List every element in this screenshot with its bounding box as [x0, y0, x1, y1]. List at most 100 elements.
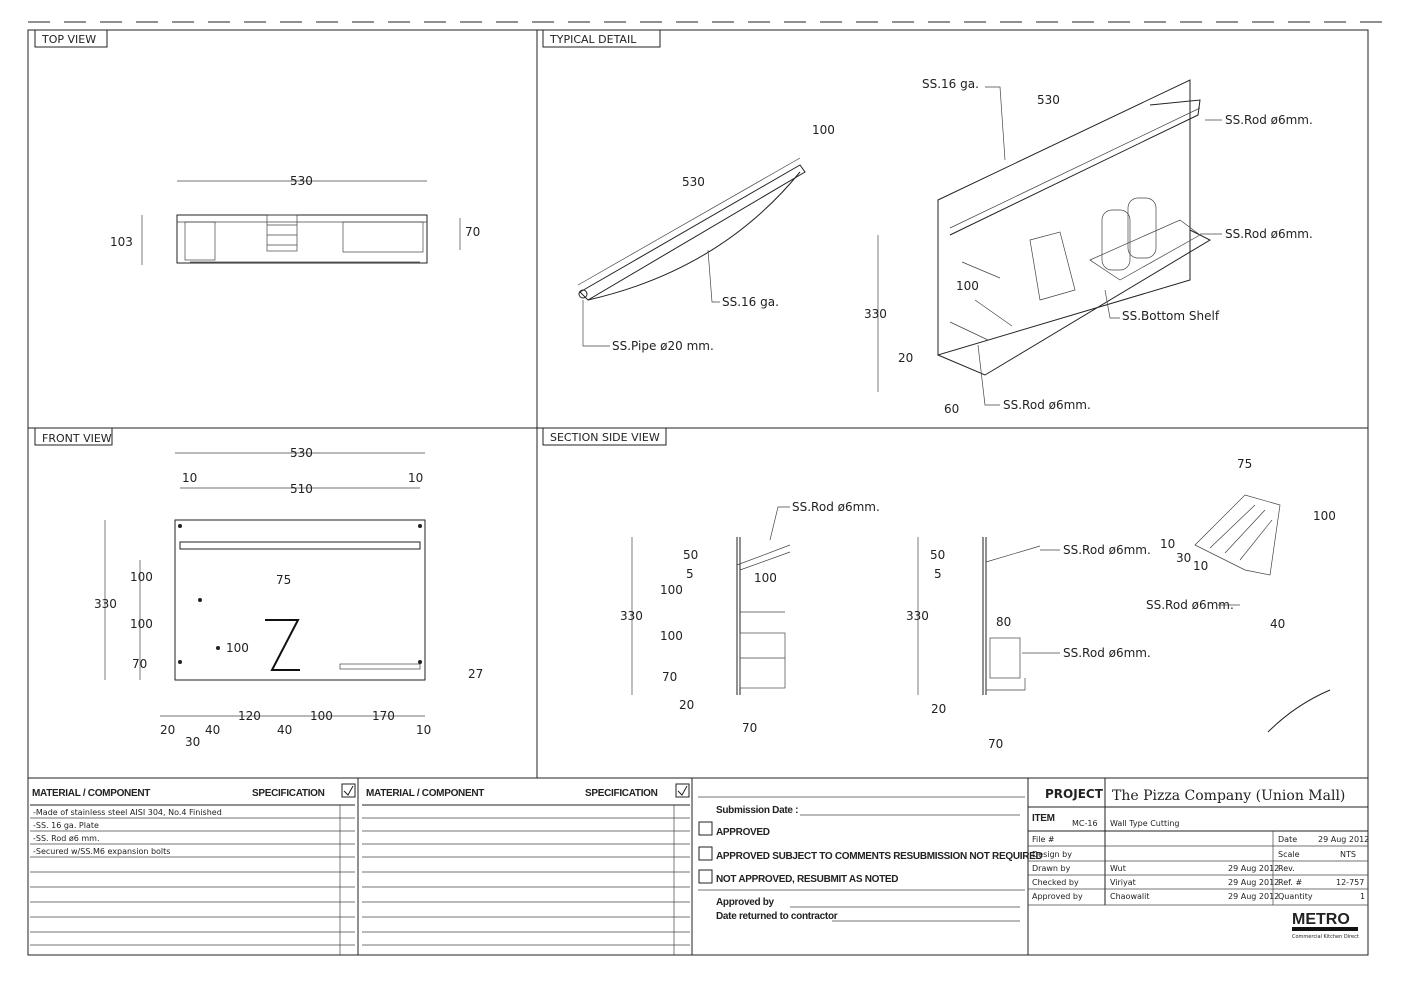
svg-text:Approved by: Approved by	[1032, 892, 1083, 901]
svg-text:75: 75	[1237, 457, 1252, 471]
svg-text:Wall Type Cutting: Wall Type Cutting	[1110, 819, 1180, 828]
svg-text:APPROVED: APPROVED	[716, 827, 770, 838]
svg-text:100: 100	[130, 617, 153, 631]
svg-text:MATERIAL / COMPONENT: MATERIAL / COMPONENT	[32, 788, 150, 799]
svg-text:100: 100	[754, 571, 777, 585]
not-approved-checkbox[interactable]	[698, 869, 713, 884]
svg-text:SS.16 ga.: SS.16 ga.	[722, 295, 779, 309]
svg-text:SS.Pipe ø20 mm.: SS.Pipe ø20 mm.	[612, 339, 714, 353]
svg-text:30: 30	[1176, 551, 1191, 565]
svg-text:METRO: METRO	[1292, 911, 1350, 928]
svg-text:100: 100	[130, 570, 153, 584]
svg-text:Viriyat: Viriyat	[1110, 878, 1136, 887]
svg-text:SS.Rod ø6mm.: SS.Rod ø6mm.	[1225, 227, 1313, 241]
svg-text:50: 50	[683, 548, 698, 562]
svg-text:530: 530	[290, 174, 313, 188]
top-view-tab: TOP VIEW	[34, 30, 108, 48]
svg-text:70: 70	[132, 657, 147, 671]
svg-text:SS.Rod ø6mm.: SS.Rod ø6mm.	[1225, 113, 1313, 127]
svg-text:40: 40	[1270, 617, 1285, 631]
svg-text:5: 5	[934, 567, 942, 581]
svg-text:20: 20	[679, 698, 694, 712]
svg-text:29 Aug 2012: 29 Aug 2012	[1228, 892, 1279, 901]
svg-text:100: 100	[956, 279, 979, 293]
svg-text:SS.Rod ø6mm.: SS.Rod ø6mm.	[792, 500, 880, 514]
approved-checkbox[interactable]	[698, 821, 713, 836]
approved-with-comments-checkbox[interactable]	[698, 846, 713, 861]
svg-text:Wut: Wut	[1110, 864, 1126, 873]
svg-text:MC-16: MC-16	[1072, 819, 1098, 828]
front-view-tab: FRONT VIEW	[34, 428, 113, 446]
title-block: PROJECT The Pizza Company (Union Mall) I…	[1028, 778, 1369, 940]
svg-text:330: 330	[906, 609, 929, 623]
svg-text:-SS. Rod ø6 mm.: -SS. Rod ø6 mm.	[33, 834, 100, 843]
spec-checkbox-2[interactable]	[675, 783, 690, 798]
svg-text:SS.Rod ø6mm.: SS.Rod ø6mm.	[1063, 543, 1151, 557]
svg-text:1: 1	[1360, 892, 1365, 901]
front-view-drawing: 530 10 510 10 330 100 100 70 75 100 27 2…	[94, 446, 483, 749]
svg-text:Scale: Scale	[1278, 850, 1300, 859]
svg-text:5: 5	[686, 567, 694, 581]
typical-detail-left: 530 100 SS.16 ga. SS.Pipe ø20 mm.	[577, 123, 835, 353]
svg-text:Submission Date :: Submission Date :	[716, 805, 798, 816]
section-view-a: 330 50 5 100 100 100 70 20 70 SS.Rod ø6m…	[620, 500, 880, 735]
svg-text:The Pizza Company (Union Mall): The Pizza Company (Union Mall)	[1112, 788, 1345, 804]
svg-text:29 Aug 2012: 29 Aug 2012	[1228, 878, 1279, 887]
metro-logo: METRO Commercial Kitchen Direct	[1292, 911, 1359, 940]
svg-text:70: 70	[742, 721, 757, 735]
svg-text:-SS. 16 ga. Plate: -SS. 16 ga. Plate	[33, 821, 99, 830]
svg-text:20: 20	[898, 351, 913, 365]
svg-text:100: 100	[660, 629, 683, 643]
svg-text:10: 10	[182, 471, 197, 485]
svg-text:File #: File #	[1032, 835, 1055, 844]
svg-text:SS.Rod ø6mm.: SS.Rod ø6mm.	[1063, 646, 1151, 660]
typical-detail-right: SS.16 ga. 530 SS.Rod ø6mm. SS.Rod ø6mm. …	[864, 77, 1313, 416]
svg-text:30: 30	[185, 735, 200, 749]
svg-text:120: 120	[238, 709, 261, 723]
svg-text:60: 60	[944, 402, 959, 416]
svg-text:330: 330	[94, 597, 117, 611]
svg-text:PROJECT: PROJECT	[1045, 787, 1104, 801]
svg-text:-Secured w/SS.M6 expansion bol: -Secured w/SS.M6 expansion bolts	[33, 847, 170, 856]
svg-text:70: 70	[465, 225, 480, 239]
svg-text:10: 10	[416, 723, 431, 737]
svg-text:Quantity: Quantity	[1278, 892, 1313, 901]
svg-text:10: 10	[408, 471, 423, 485]
svg-text:SS.Rod ø6mm.: SS.Rod ø6mm.	[1146, 598, 1234, 612]
svg-text:Rev.: Rev.	[1278, 864, 1295, 873]
svg-text:TYPICAL DETAIL: TYPICAL DETAIL	[549, 33, 637, 46]
svg-text:27: 27	[468, 667, 483, 681]
svg-text:170: 170	[372, 709, 395, 723]
svg-text:530: 530	[290, 446, 313, 460]
svg-text:100: 100	[226, 641, 249, 655]
section-view-b: 330 50 5 80 20 70 SS.Rod ø6mm. SS.Rod ø6…	[906, 537, 1151, 751]
svg-text:10: 10	[1193, 559, 1208, 573]
sheet-border	[27, 29, 1369, 956]
svg-text:40: 40	[205, 723, 220, 737]
svg-text:NTS: NTS	[1340, 850, 1356, 859]
svg-text:100: 100	[812, 123, 835, 137]
svg-text:40: 40	[277, 723, 292, 737]
svg-text:10: 10	[1160, 537, 1175, 551]
svg-text:Date returned to contractor: Date returned to contractor	[716, 911, 838, 922]
svg-text:530: 530	[682, 175, 705, 189]
svg-text:20: 20	[931, 702, 946, 716]
svg-text:SS.16 ga.: SS.16 ga.	[922, 77, 979, 91]
section-view-tab: SECTION SIDE VIEW	[542, 428, 667, 446]
svg-text:SPECIFICATION: SPECIFICATION	[252, 788, 325, 799]
svg-text:75: 75	[276, 573, 291, 587]
material-table: MATERIAL / COMPONENT SPECIFICATION -Made…	[30, 778, 359, 955]
svg-text:330: 330	[620, 609, 643, 623]
svg-text:FRONT VIEW: FRONT VIEW	[42, 432, 112, 445]
svg-text:29 Aug 2012: 29 Aug 2012	[1318, 835, 1369, 844]
spec-checkbox[interactable]	[341, 783, 356, 798]
svg-text:20: 20	[160, 723, 175, 737]
svg-text:-Made of stainless steel AISI: -Made of stainless steel AISI 304, No.4 …	[33, 808, 222, 817]
svg-text:MATERIAL / COMPONENT: MATERIAL / COMPONENT	[366, 788, 484, 799]
svg-text:Ref. #: Ref. #	[1278, 878, 1302, 887]
